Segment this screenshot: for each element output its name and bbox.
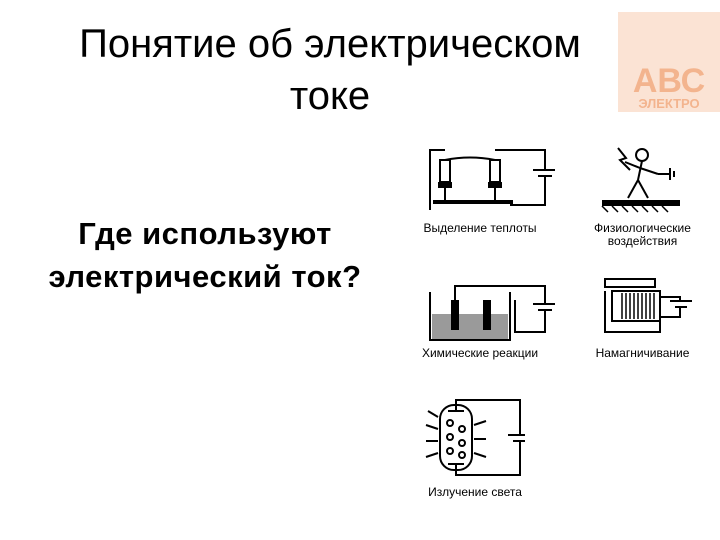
effect-label-light: Излучение света bbox=[428, 485, 522, 499]
light-emission-icon bbox=[420, 395, 525, 480]
abc-electro-logo: АВС ЭЛЕКТРО bbox=[618, 12, 720, 112]
effect-label-chemical: Химические реакции bbox=[421, 346, 539, 360]
electrolysis-icon bbox=[425, 282, 555, 344]
question-text: Где используют электрический ток? bbox=[48, 216, 362, 294]
electric-shock-icon bbox=[600, 140, 682, 215]
slide-title: Понятие об электрическом токе bbox=[79, 22, 581, 118]
heating-icon bbox=[425, 145, 555, 215]
effect-label-physiological: Физиологические воздействия bbox=[594, 221, 691, 248]
effect-label-heating: Выделение теплоты bbox=[423, 221, 537, 235]
effect-label-magnetization: Намагничивание bbox=[595, 346, 690, 360]
svg-text:ЭЛЕКТРО: ЭЛЕКТРО bbox=[638, 96, 699, 111]
electromagnet-icon bbox=[600, 277, 700, 337]
svg-text:АВС: АВС bbox=[633, 62, 705, 100]
